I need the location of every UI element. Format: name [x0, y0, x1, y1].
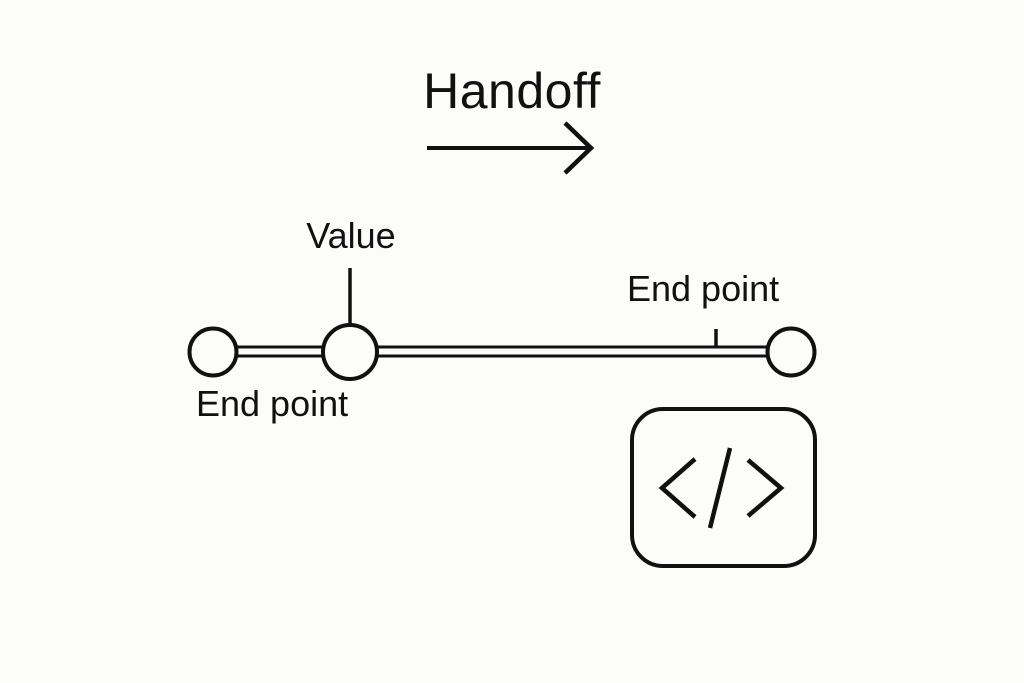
- diagram-title: Handoff: [423, 63, 601, 119]
- slider-track: [225, 345, 785, 358]
- code-slash-icon: [630, 407, 817, 568]
- value-handle-node: [321, 323, 379, 381]
- slider-right-endpoint-label: End point: [627, 268, 780, 309]
- right-endpoint-node: [765, 326, 817, 378]
- slider-left-endpoint-label: End point: [196, 383, 349, 424]
- left-endpoint-node: [187, 326, 239, 378]
- slider-illustration: [187, 268, 817, 381]
- slider-value-label: Value: [306, 215, 396, 256]
- right-arrow-icon: [427, 121, 595, 175]
